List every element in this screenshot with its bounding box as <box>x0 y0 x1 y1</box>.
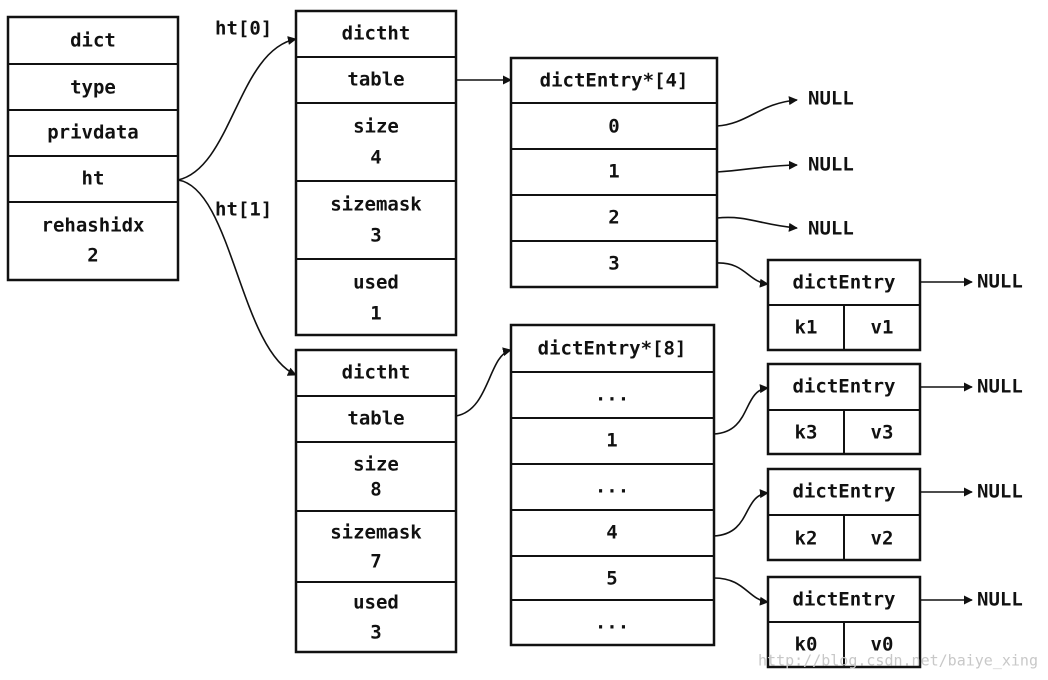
dict-entry-k2: dictEntry k2 v2 <box>766 467 922 562</box>
ht1-used-label: used <box>353 592 399 614</box>
table1-title: dictEntry*[8] <box>538 338 687 360</box>
ht1-used-value: 3 <box>370 622 381 644</box>
ht0-sizemask-label: sizemask <box>330 194 422 216</box>
ht0-size-label: size <box>353 116 399 138</box>
arrow-slot4-entry <box>713 489 769 537</box>
ht1-size-label: size <box>353 454 399 476</box>
watermark: http://blog.csdn.net/baiye_xing <box>758 652 1038 670</box>
table1-slot: 1 <box>606 430 617 452</box>
dictht-ht1: dictht table size 8 sizemask 7 used 3 <box>294 348 458 654</box>
table0-slot: 2 <box>608 207 619 229</box>
entry-title: dictEntry <box>793 376 896 398</box>
entry-key: k3 <box>795 422 818 444</box>
arrow-ht1 <box>177 179 297 376</box>
arrow-slot1-entry <box>713 384 769 435</box>
null-label: NULL <box>977 271 1023 293</box>
null-label: NULL <box>808 88 854 110</box>
dict-rehashidx-label: rehashidx <box>42 215 145 237</box>
arrow-ht0 <box>177 36 297 181</box>
null-label: NULL <box>808 154 854 176</box>
ht1-sizemask-label: sizemask <box>330 522 422 544</box>
table-ht0: dictEntry*[4] 0 1 2 3 <box>509 56 719 289</box>
ht0-size-value: 4 <box>370 147 381 169</box>
table1-slot: ... <box>595 384 629 406</box>
ht0-title: dictht <box>342 23 411 45</box>
ht0-table-field: table <box>347 69 404 91</box>
null-label: NULL <box>977 481 1023 503</box>
ht0-sizemask-value: 3 <box>370 225 381 247</box>
null-label: NULL <box>977 376 1023 398</box>
entry-key: k0 <box>795 634 818 656</box>
dict-struct: dict type privdata ht rehashidx 2 <box>6 15 180 282</box>
arrow-slot2-null <box>716 216 798 232</box>
entry-value: v1 <box>871 317 894 339</box>
ht0-used-label: used <box>353 272 399 294</box>
null-label: NULL <box>977 589 1023 611</box>
dict-privdata-field: privdata <box>47 122 139 144</box>
table-ht1: dictEntry*[8] ... 1 ... 4 5 ... <box>509 323 716 647</box>
arrow-slot1-null <box>716 160 798 173</box>
entry-value: v3 <box>871 422 894 444</box>
ht0-used-value: 1 <box>370 303 381 325</box>
table1-slot: ... <box>595 476 629 498</box>
null-label: NULL <box>808 218 854 240</box>
entry-key: k2 <box>795 528 818 550</box>
ht1-pointer-label: ht[1] <box>215 199 272 221</box>
arrow-slot0-null <box>716 96 798 127</box>
table0-title: dictEntry*[4] <box>540 70 689 92</box>
arrow-slot5-entry <box>713 577 769 606</box>
entry-value: v0 <box>871 634 894 656</box>
entry-value: v2 <box>871 528 894 550</box>
entry-title: dictEntry <box>793 272 896 294</box>
table1-slot: ... <box>595 612 629 634</box>
table1-slot: 4 <box>606 522 617 544</box>
table0-slot: 0 <box>608 116 619 138</box>
dict-type-field: type <box>70 77 116 99</box>
entry-title: dictEntry <box>793 589 896 611</box>
ht1-table-field: table <box>347 408 404 430</box>
ht1-title: dictht <box>342 362 411 384</box>
dictht-ht0: dictht table size 4 sizemask 3 used 1 <box>294 9 458 337</box>
table0-slot: 1 <box>608 161 619 183</box>
table1-slot: 5 <box>606 568 617 590</box>
arrow-slot3-entry <box>716 262 769 288</box>
dict-entry-k3: dictEntry k3 v3 <box>766 362 922 456</box>
ht1-size-value: 8 <box>370 479 381 501</box>
dict-ht-field: ht <box>82 168 105 190</box>
ht1-sizemask-value: 7 <box>370 551 381 573</box>
arrow-ht1-table <box>455 347 512 417</box>
ht0-pointer-label: ht[0] <box>215 18 272 40</box>
dict-rehashidx-value: 2 <box>87 245 98 267</box>
dict-entry-k0: dictEntry k0 v0 <box>766 575 922 669</box>
table0-slot: 3 <box>608 253 619 275</box>
entry-key: k1 <box>795 317 818 339</box>
entry-title: dictEntry <box>793 481 896 503</box>
dict-title: dict <box>70 30 116 52</box>
dict-entry-k1: dictEntry k1 v1 <box>766 258 922 352</box>
